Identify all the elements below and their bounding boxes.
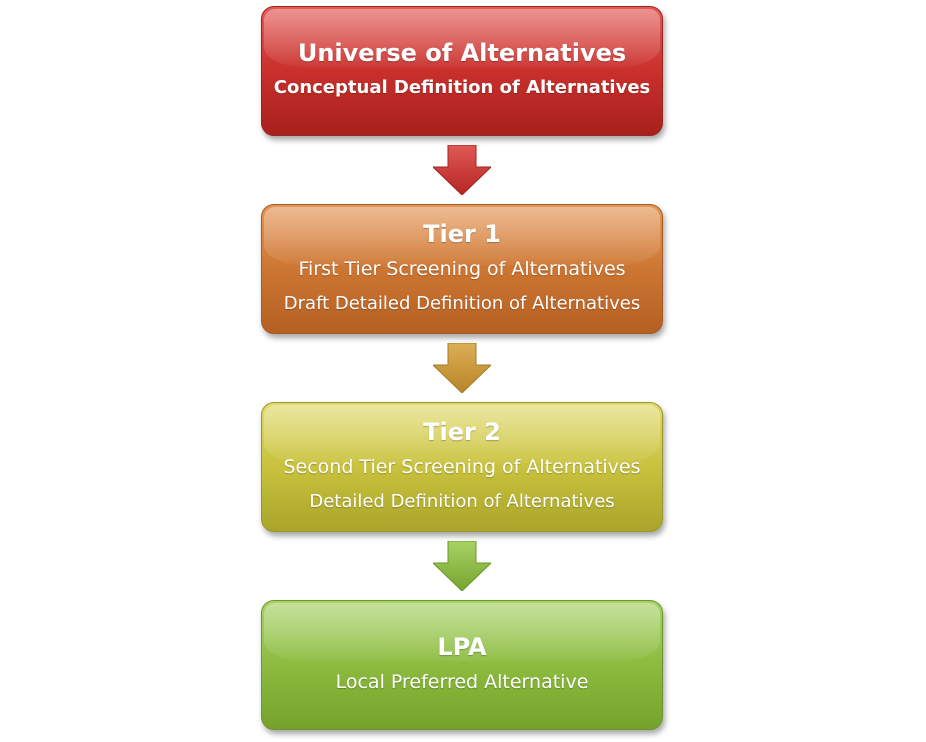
down-arrow-icon: [433, 145, 491, 195]
step-title: Tier 1: [423, 220, 501, 248]
step-description: Second Tier Screening of Alternatives: [283, 456, 641, 478]
step-title: Tier 2: [423, 418, 501, 446]
down-arrow-icon: [433, 343, 491, 393]
step-lpa: LPA Local Preferred Alternative: [261, 600, 663, 730]
step-description: Draft Detailed Definition of Alternative…: [283, 293, 641, 314]
step-description: First Tier Screening of Alternatives: [298, 258, 626, 280]
step-title: LPA: [437, 633, 487, 661]
step-title: Universe of Alternatives: [297, 39, 627, 67]
down-arrow-icon: [433, 541, 491, 591]
step-tier-2: Tier 2 Second Tier Screening of Alternat…: [261, 402, 663, 532]
step-description: Local Preferred Alternative: [335, 671, 589, 693]
step-description: Detailed Definition of Alternatives: [309, 491, 615, 512]
step-description: Conceptual Definition of Alternatives: [273, 77, 651, 98]
step-universe-of-alternatives: Universe of Alternatives Conceptual Defi…: [261, 6, 663, 136]
step-tier-1: Tier 1 First Tier Screening of Alternati…: [261, 204, 663, 334]
